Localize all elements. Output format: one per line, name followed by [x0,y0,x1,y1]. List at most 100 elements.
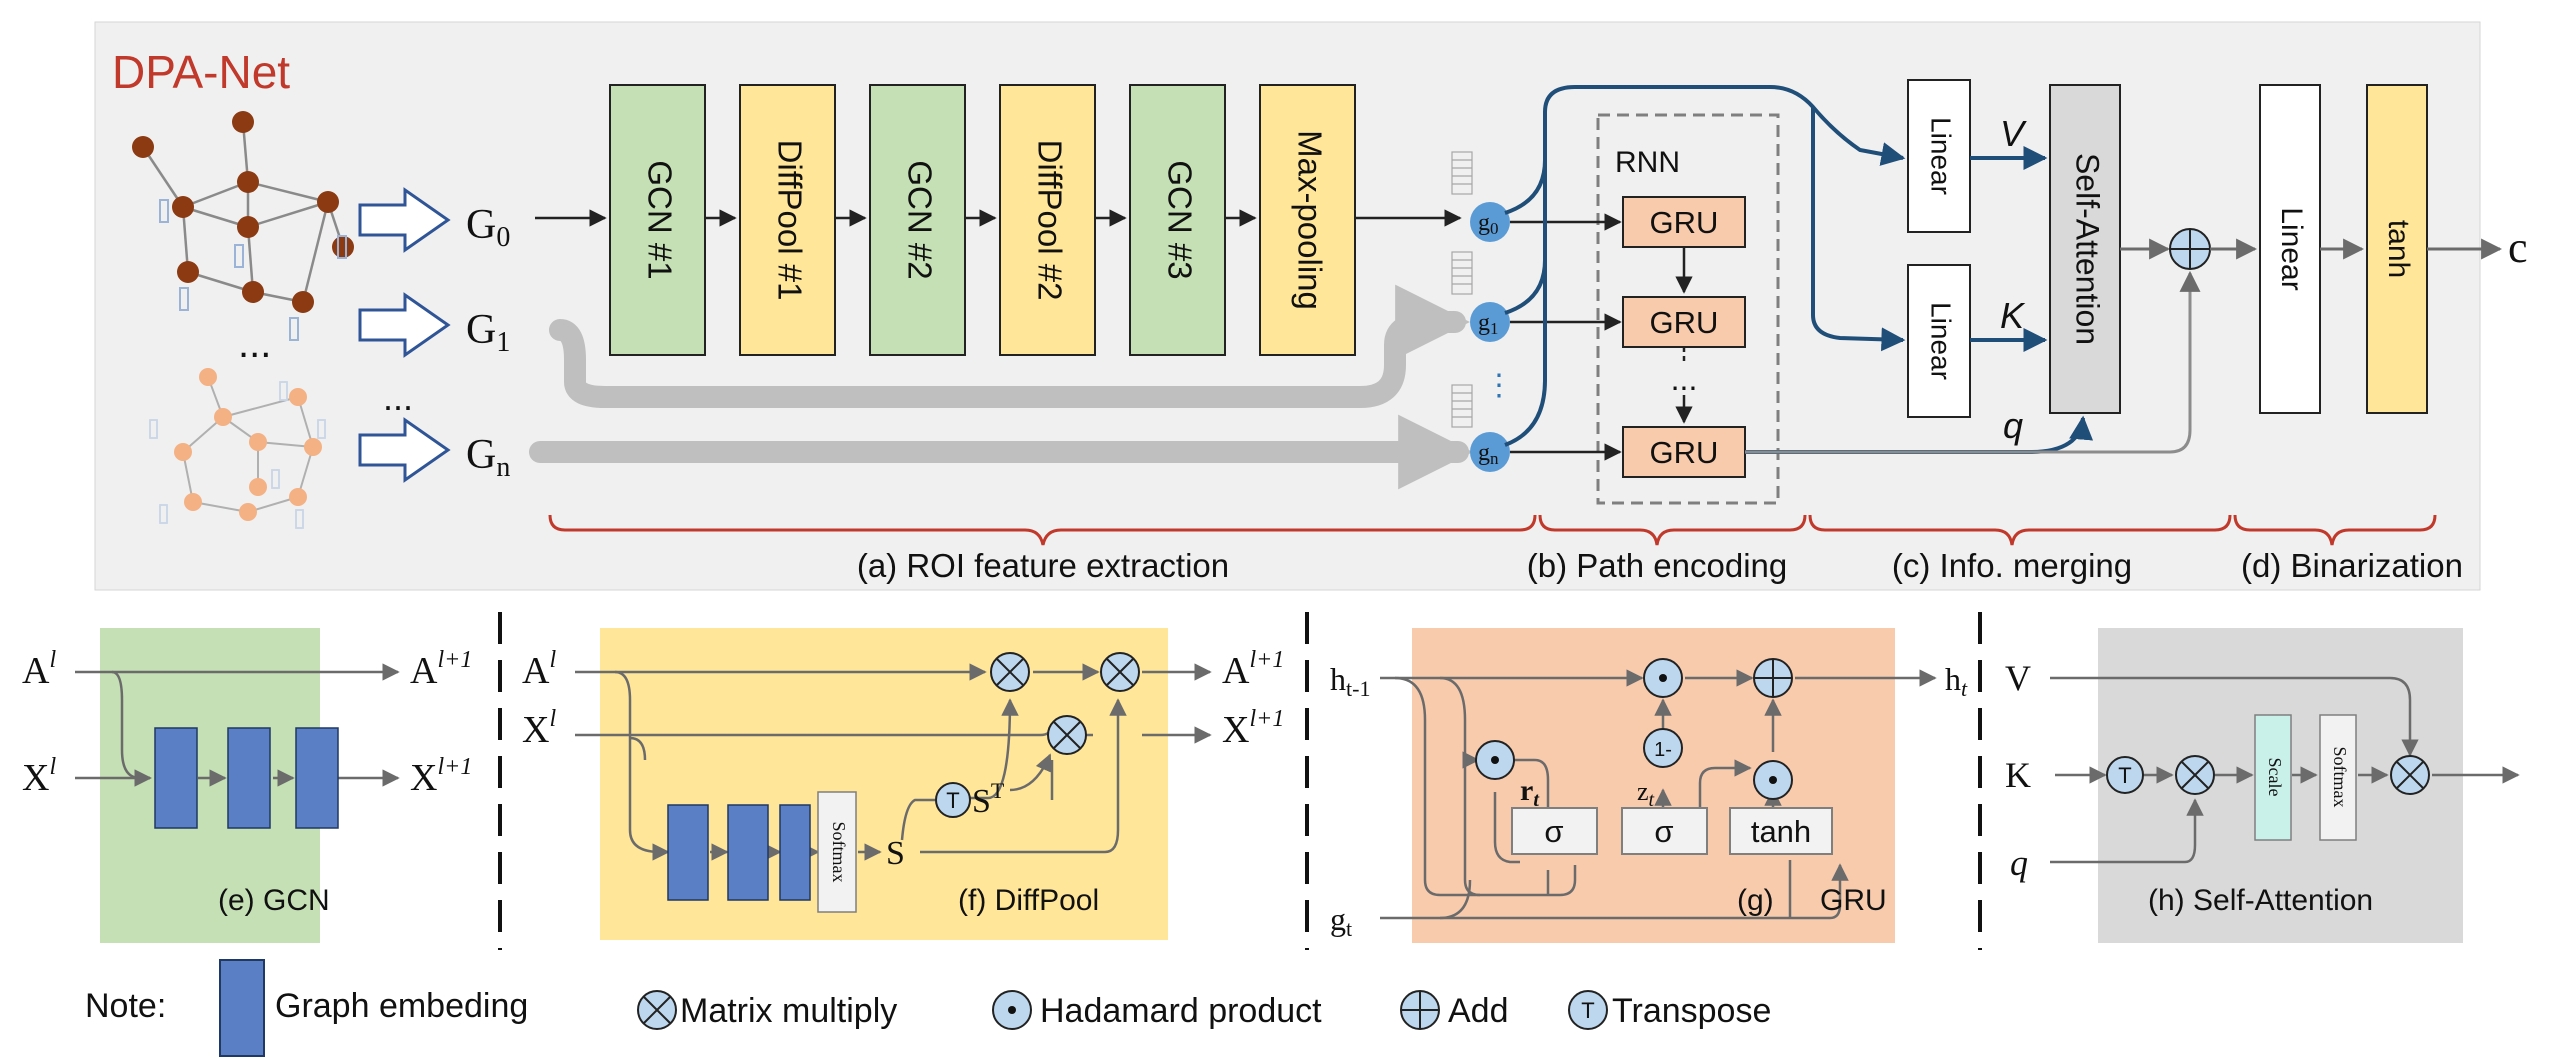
transpose-icon [935,782,971,818]
rnn-label: RNN [1615,146,1680,179]
diffpool2-label: DiffPool #2 [1031,140,1068,301]
graph-ellipsis-1: ... [238,322,271,366]
gru-in-g: gt [1330,901,1352,941]
sa-transpose-label: T [2118,763,2131,788]
gru-ellipsis: ... [1671,361,1698,397]
section-a-label: (a) ROI feature extraction [857,547,1229,584]
self-attention-caption: (h) Self-Attention [2148,884,2373,917]
brown-graph-icon [132,111,354,341]
tanh-gru-block [1729,807,1833,855]
legend-add: Add [1448,992,1509,1030]
pipeline [535,84,1462,356]
gcn2-label: GCN #2 [901,160,938,279]
transpose-legend-icon [1568,990,1608,1030]
legend-matrix-multiply: Matrix multiply [680,992,897,1030]
self-attention-block [2049,84,2121,414]
gru-label-1: GRU [1650,305,1719,340]
softmax-block [817,791,857,913]
graph-embedding-legend-icon [219,959,265,1057]
linear-k-label: Linear [1926,302,1957,380]
gn-label: Gn [466,432,510,483]
arrow-icon [358,292,451,358]
sigma-r-label: σ [1544,814,1563,849]
section-c-label: (c) Info. merging [1892,547,2132,584]
z-label: zt [1637,777,1655,811]
gcn1-label: GCN #1 [641,160,678,279]
gru-out-h: ht [1945,661,1968,701]
q-label: q [2003,405,2023,446]
diffpool2-block [999,84,1096,356]
sa-in-q: q [2010,843,2028,883]
legend-note: Note: [85,987,166,1025]
arrow-icon [358,417,451,483]
k-label: K [2000,295,2026,336]
softmax-label: Softmax [829,822,849,883]
diffpool-in-x: Xl [522,706,556,751]
gcn-out-a: Al+1 [410,647,472,692]
gcn-out-x: Xl+1 [410,754,472,799]
legend-t-glyph: T [1581,998,1594,1023]
s-label: S [886,835,905,872]
tanh-block [2366,84,2428,414]
diffpool-caption: (f) DiffPool [958,884,1099,917]
gn-node-label: gn [1478,440,1499,468]
input-arrows [358,187,451,483]
graph-embedding-blocks [154,727,339,829]
linear-k-block [1907,264,1971,418]
gru-caption-g: (g) [1737,884,1774,917]
section-b-label: (b) Path encoding [1527,547,1788,584]
panel-dividers [498,612,1982,950]
feature-vector-icons [1451,151,1473,428]
linear-v-label: Linear [1926,117,1957,195]
linear-out-label: Linear [2275,207,2308,290]
tanh-gru-label: tanh [1751,814,1811,849]
one-minus-label: 1- [1654,739,1672,761]
gn-node [1470,432,1510,472]
self-attention-label: Self-Attention [2070,153,2106,345]
panel-title: DPA-Net [112,46,290,98]
tanh-label: tanh [2382,220,2415,278]
maxpool-block [1259,84,1356,356]
orange-graph-icon [149,368,326,529]
sa-softmax-block [2319,714,2357,841]
diffpool-out-a: Al+1 [1222,647,1284,692]
section-braces [548,514,2437,546]
g0-node [1470,202,1510,242]
diffpool1-label: DiffPool #1 [771,140,808,301]
linear-out-block [2259,84,2321,414]
g1-node-label: g1 [1478,310,1499,338]
gcn3-label: GCN #3 [1161,160,1198,279]
gcn1-block [609,84,706,356]
sa-in-k: K [2005,755,2031,795]
gru-in-h: ht-1 [1330,661,1370,701]
sigma-r-block [1511,807,1598,855]
diffpool-out-x: Xl+1 [1222,706,1284,751]
gcn3-block [1129,84,1226,356]
g0-label: G0 [466,202,510,253]
transpose-t-label: T [946,788,959,813]
nodes-ellipsis: ⋮ [1484,369,1514,402]
sa-softmax-label: Softmax [2330,747,2350,808]
g1-route [549,284,1470,408]
gcn-caption: (e) GCN [218,884,330,917]
inputs-ellipsis: ... [383,377,413,418]
v-label: V [2000,113,2027,154]
gru-block-1 [1622,296,1746,348]
one-minus-icon [1643,728,1683,768]
transpose-icon [2106,756,2144,794]
scale-label: Scale [2265,758,2285,797]
legend-hadamard: Hadamard product [1040,992,1322,1030]
gru-label-n: GRU [1650,435,1719,470]
g0-node-label: g0 [1478,210,1499,238]
st-label: ST [972,778,1005,820]
linear-v-block [1907,79,1971,233]
section-d-label: (d) Binarization [2241,547,2463,584]
graph-embedding-blocks [667,804,811,901]
gru-block-n [1622,426,1746,478]
sigma-z-block [1621,807,1708,855]
arrow-icon [358,187,451,253]
legend-graph-embedding: Graph embeding [275,987,528,1025]
sa-in-v: V [2005,658,2031,698]
